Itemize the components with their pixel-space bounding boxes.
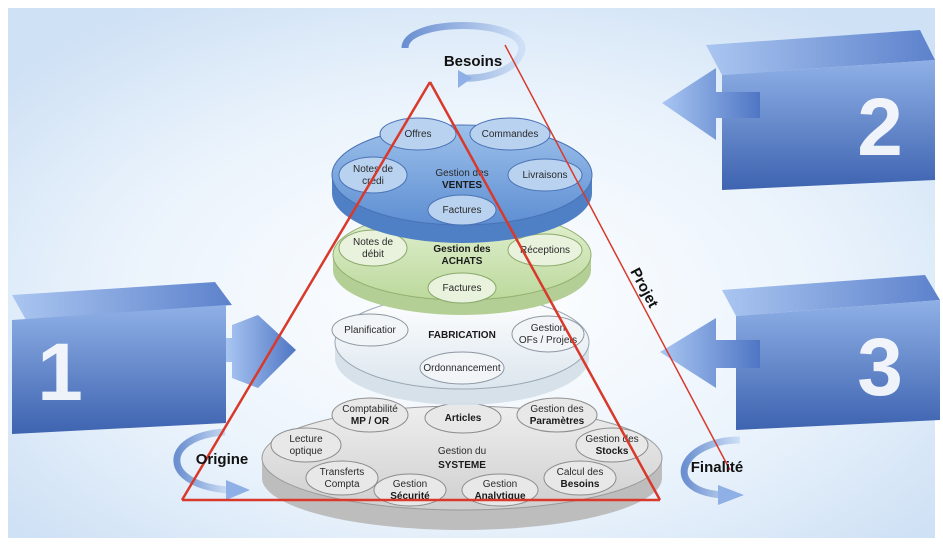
module-offres[interactable]: Offres	[379, 117, 457, 151]
svg-text:Gestion des: Gestion des	[585, 434, 638, 445]
svg-text:Transferts: Transferts	[320, 467, 365, 478]
badge-box-1: 1	[12, 282, 296, 434]
module-ordonnancement[interactable]: Ordonnancement	[419, 351, 505, 385]
badge-number-1: 1	[37, 327, 83, 418]
svg-text:Livraisons: Livraisons	[522, 170, 567, 181]
module-articles[interactable]: Articles	[424, 402, 502, 434]
systeme-title-line1: Gestion du	[438, 446, 486, 457]
label-besoins: Besoins	[444, 53, 502, 70]
module-factures-ventes[interactable]: Factures	[427, 194, 497, 226]
red-triangle	[180, 44, 731, 502]
module-notes-credit[interactable]: Notes de crédi	[338, 156, 408, 194]
svg-text:OFs / Projets: OFs / Projets	[519, 335, 577, 346]
module-commandes[interactable]: Commandes	[469, 117, 551, 151]
module-analytique[interactable]: Gestion Analytique	[461, 473, 539, 507]
arrow-right-icon	[226, 315, 296, 388]
module-planification[interactable]: Planificatior	[331, 313, 409, 347]
svg-text:Gestion: Gestion	[483, 479, 517, 490]
arrow-left-icon	[662, 68, 760, 140]
arrow-left-icon	[660, 318, 760, 388]
label-finalite: Finalité	[691, 459, 744, 476]
svg-text:Gestion des: Gestion des	[530, 404, 583, 415]
curved-arrow-icon	[458, 70, 472, 88]
svg-text:débit: débit	[362, 249, 384, 260]
svg-text:Offres: Offres	[404, 129, 431, 140]
svg-text:Gestion: Gestion	[531, 323, 565, 334]
ventes-title-line1: Gestion des	[435, 168, 488, 179]
svg-text:Gestion: Gestion	[393, 479, 427, 490]
badge-box-2: 2	[662, 30, 935, 190]
swirl-origine	[173, 428, 250, 500]
svg-text:Comptabilité: Comptabilité	[342, 404, 398, 415]
curved-arrow-icon	[226, 480, 250, 500]
badge-number-3: 3	[857, 322, 903, 413]
achats-title-line2: ACHATS	[442, 256, 483, 267]
svg-text:Calcul des: Calcul des	[557, 467, 604, 478]
svg-text:Commandes: Commandes	[482, 129, 539, 140]
svg-text:Compta: Compta	[324, 479, 359, 490]
module-gestion-ofs[interactable]: Gestion OFs / Projets	[511, 315, 585, 353]
module-comptabilite[interactable]: Comptabilité MP / OR	[331, 397, 409, 433]
module-factures-achats[interactable]: Factures	[427, 272, 497, 304]
layer-systeme: Gestion du SYSTEME Articles Comptabilité…	[261, 397, 663, 530]
module-transferts-compta[interactable]: Transferts Compta	[305, 460, 379, 496]
svg-text:Articles: Articles	[445, 413, 482, 424]
module-calcul-besoins[interactable]: Calcul des Besoins	[543, 460, 617, 496]
module-receptions[interactable]: Réceptions	[507, 233, 583, 267]
svg-text:Besoins: Besoins	[561, 479, 600, 490]
svg-text:Notes de: Notes de	[353, 237, 393, 248]
layer-fabrication: FABRICATION Planificatior Gestion OFs / …	[331, 294, 590, 405]
svg-text:Factures: Factures	[443, 283, 482, 294]
module-lecture-optique[interactable]: Lecture optique	[270, 427, 342, 463]
swirl-besoins	[401, 22, 526, 88]
label-origine: Origine	[196, 451, 249, 468]
module-notes-debit[interactable]: Notes de débit	[338, 229, 408, 267]
svg-text:Réceptions: Réceptions	[520, 245, 570, 256]
svg-text:Lecture: Lecture	[289, 434, 323, 445]
svg-text:crédi: crédi	[362, 176, 384, 187]
module-livraisons[interactable]: Livraisons	[507, 158, 583, 192]
svg-text:Analytique: Analytique	[474, 491, 526, 502]
curved-arrow-icon	[718, 485, 744, 505]
badge-number-2: 2	[857, 82, 903, 173]
layer-ventes: Gestion des VENTES Offres Commandes Note…	[331, 117, 593, 243]
svg-text:optique: optique	[290, 446, 323, 457]
svg-text:Paramètres: Paramètres	[530, 416, 585, 427]
achats-title-line1: Gestion des	[433, 244, 491, 255]
module-securite[interactable]: Gestion Sécurité	[373, 473, 447, 507]
svg-text:Planificatior: Planificatior	[344, 325, 396, 336]
svg-text:Factures: Factures	[443, 205, 482, 216]
swirl-finalite	[680, 436, 744, 505]
ventes-title-line2: VENTES	[442, 180, 482, 191]
svg-text:Ordonnancement: Ordonnancement	[423, 363, 500, 374]
fabrication-title: FABRICATION	[428, 330, 496, 341]
svg-text:Notes de: Notes de	[353, 164, 393, 175]
svg-text:Sécurité: Sécurité	[390, 491, 430, 502]
module-parametres[interactable]: Gestion des Paramètres	[516, 397, 598, 433]
module-stocks[interactable]: Gestion des Stocks	[575, 427, 649, 463]
svg-text:MP / OR: MP / OR	[351, 416, 390, 427]
systeme-title-line2: SYSTEME	[438, 460, 486, 471]
svg-text:Stocks: Stocks	[596, 446, 629, 457]
badge-box-3: 3	[660, 275, 940, 430]
